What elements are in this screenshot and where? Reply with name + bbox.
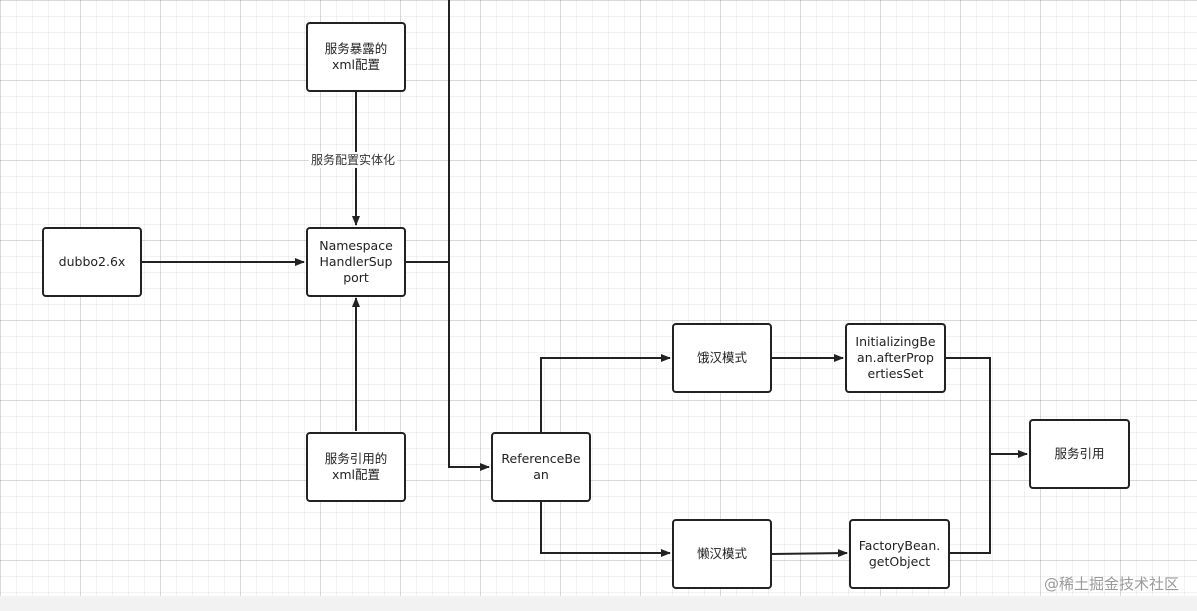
edge-lazy-to-factory (771, 549, 848, 558)
watermark: @稀土掘金技术社区 (1043, 575, 1179, 593)
edge-reference-bean-to-eager (540, 354, 671, 432)
edge-reference-bean-to-lazy (540, 502, 671, 557)
node-service-export-xml[interactable]: 服务暴露的 xml配置 (306, 22, 406, 92)
bottom-bar (0, 596, 1197, 611)
edge-label-instantiation: 服务配置实体化 (309, 152, 398, 168)
node-reference-bean[interactable]: ReferenceBe an (491, 432, 591, 502)
edge-initializing-to-service-ref (946, 357, 1028, 458)
edge-trunk-to-reference-bean (448, 262, 490, 471)
edge-factory-to-service-ref (950, 454, 991, 554)
node-service-reference[interactable]: 服务引用 (1029, 419, 1130, 489)
node-service-reference-xml[interactable]: 服务引用的 xml配置 (306, 432, 406, 502)
node-dubbo[interactable]: dubbo2.6x (42, 227, 142, 297)
node-lazy-mode[interactable]: 懒汉模式 (672, 519, 772, 589)
node-factory-bean[interactable]: FactoryBean. getObject (849, 519, 950, 589)
node-namespace-handler[interactable]: Namespace HandlerSup port (306, 227, 406, 297)
node-initializing-bean[interactable]: InitializingBe an.afterProp ertiesSet (845, 323, 946, 393)
node-eager-mode[interactable]: 饿汉模式 (672, 323, 772, 393)
